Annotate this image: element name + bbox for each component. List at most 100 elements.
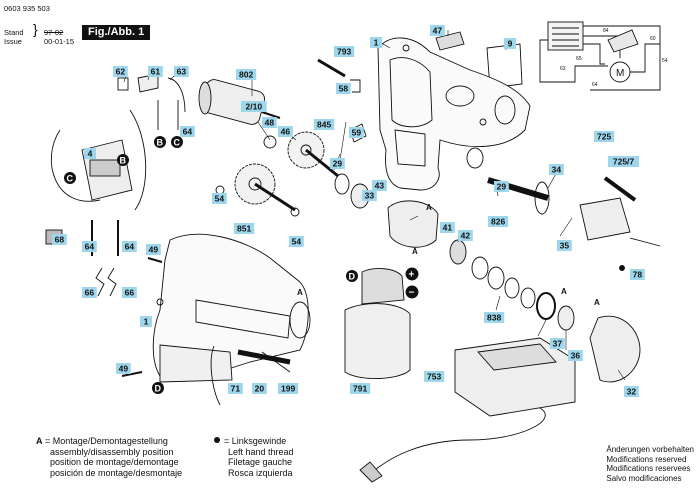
svg-text:C: C [67, 174, 74, 184]
part-number-text: 1 [144, 317, 149, 327]
part-number-box [140, 316, 152, 327]
part-number-66: 66 [82, 287, 97, 298]
part-number-41: 41 [440, 222, 455, 233]
part-number-text: 54 [215, 194, 225, 204]
part-number-box [84, 148, 96, 159]
part-number-text: 1 [374, 38, 379, 48]
part-number-47: 47 [430, 25, 445, 36]
marker-c: C [64, 172, 76, 184]
part-number-box [494, 181, 509, 192]
part-number-text: 802 [239, 70, 253, 80]
part-number-46: 46 [278, 126, 293, 137]
part-number-802: 802 [236, 69, 257, 80]
marker-b: B [117, 154, 129, 166]
part-number-2-10: 2/10 [241, 101, 267, 112]
part-number-54: 54 [212, 193, 227, 204]
issue-date: 00-01-15 [44, 37, 75, 46]
assembly-position-a: A [297, 288, 303, 297]
part-number-text: 49 [149, 245, 159, 255]
part-number-1: 1 [140, 316, 152, 327]
part-number-text: 59 [352, 128, 362, 138]
shaft-icon [305, 148, 339, 178]
part-number-text: 838 [487, 313, 501, 323]
part-number-text: 791 [353, 384, 367, 394]
plus-marker: + [409, 270, 415, 281]
doc-number: 0603 935 503 [4, 4, 50, 13]
svg-text:D: D [155, 384, 162, 394]
part-number-box [549, 164, 564, 175]
part-number-64: 64 [122, 241, 137, 252]
wire-label: 64 [592, 82, 598, 88]
part-number-66: 66 [122, 287, 137, 298]
part-number-text: 46 [281, 127, 291, 137]
svg-text:D: D [349, 272, 356, 282]
gear-housing-icon [387, 200, 439, 248]
ring-icon [334, 173, 350, 195]
contact-icon [107, 267, 117, 297]
ring-icon [520, 287, 536, 309]
part-number-box [349, 127, 364, 138]
ring-gear-icon [449, 239, 467, 265]
part-number-box [234, 223, 255, 234]
pin-icon [317, 58, 346, 78]
part-number-text: 37 [553, 339, 563, 349]
part-number-29: 29 [494, 181, 509, 192]
part-number-text: 47 [433, 26, 443, 36]
note-line: Änderungen vorbehalten [606, 445, 694, 454]
part-number-text: 725 [597, 132, 611, 142]
part-number-845: 845 [314, 119, 335, 130]
part-number-text: 2/10 [246, 102, 263, 112]
rail-icon [261, 351, 291, 373]
part-number-box [289, 236, 304, 247]
legend-line: = Montage/Demontagestellung [45, 436, 168, 446]
part-number-725: 725 [594, 131, 615, 142]
torque-sleeve-icon [589, 315, 641, 383]
part-number-text: 68 [55, 235, 65, 245]
part-number-32: 32 [624, 386, 639, 397]
screw-icon [629, 237, 661, 247]
assembly-position-a: A [412, 247, 418, 256]
figure-label: Fig./Abb. 1 [82, 25, 151, 40]
part-number-text: 725/7 [613, 157, 635, 167]
part-number-box [458, 230, 473, 241]
part-number-box [116, 363, 131, 374]
minus-marker: − [409, 288, 415, 299]
part-number-box [212, 193, 227, 204]
legend-assembly: A = Montage/Demontagestellung assembly/d… [36, 436, 182, 478]
part-number-text: 32 [627, 387, 637, 397]
part-number-box [350, 383, 371, 394]
bearing-icon [466, 147, 484, 169]
part-number-text: 42 [461, 231, 471, 241]
clip-icon [350, 79, 361, 93]
part-number-48: 48 [262, 117, 277, 128]
battery-pack-icon [344, 268, 411, 380]
spring-icon [536, 292, 556, 320]
wire-label: 63 [560, 66, 566, 72]
svg-text:B: B [120, 156, 127, 166]
part-number-59: 59 [349, 127, 364, 138]
part-number-33: 33 [362, 190, 377, 201]
legend-line: assembly/disassembly position [50, 446, 174, 457]
issue-label: Issue [4, 37, 22, 46]
chuck-icon [579, 197, 631, 241]
part-number-4: 4 [84, 148, 96, 159]
legend-line: Filetage gauche [228, 457, 293, 467]
part-number-box [278, 126, 293, 137]
part-number-box [113, 66, 128, 77]
part-number-box [362, 190, 377, 201]
svg-text:−: − [409, 288, 415, 299]
wire-label: 84 [603, 28, 609, 34]
part-number-text: 29 [333, 159, 343, 169]
left-hand-thread-dot-icon [619, 265, 625, 271]
ring-icon [487, 266, 505, 290]
plug-icon [359, 461, 383, 483]
part-number-text: 62 [116, 67, 126, 77]
clutch-ring-icon [557, 305, 575, 331]
housing-upper-icon [377, 37, 531, 191]
part-number-box [550, 338, 565, 349]
ring-icon [471, 256, 489, 280]
legend-dot-icon [214, 437, 220, 443]
note-line: Modifications reserved [606, 454, 687, 464]
part-number-text: 34 [552, 165, 562, 175]
